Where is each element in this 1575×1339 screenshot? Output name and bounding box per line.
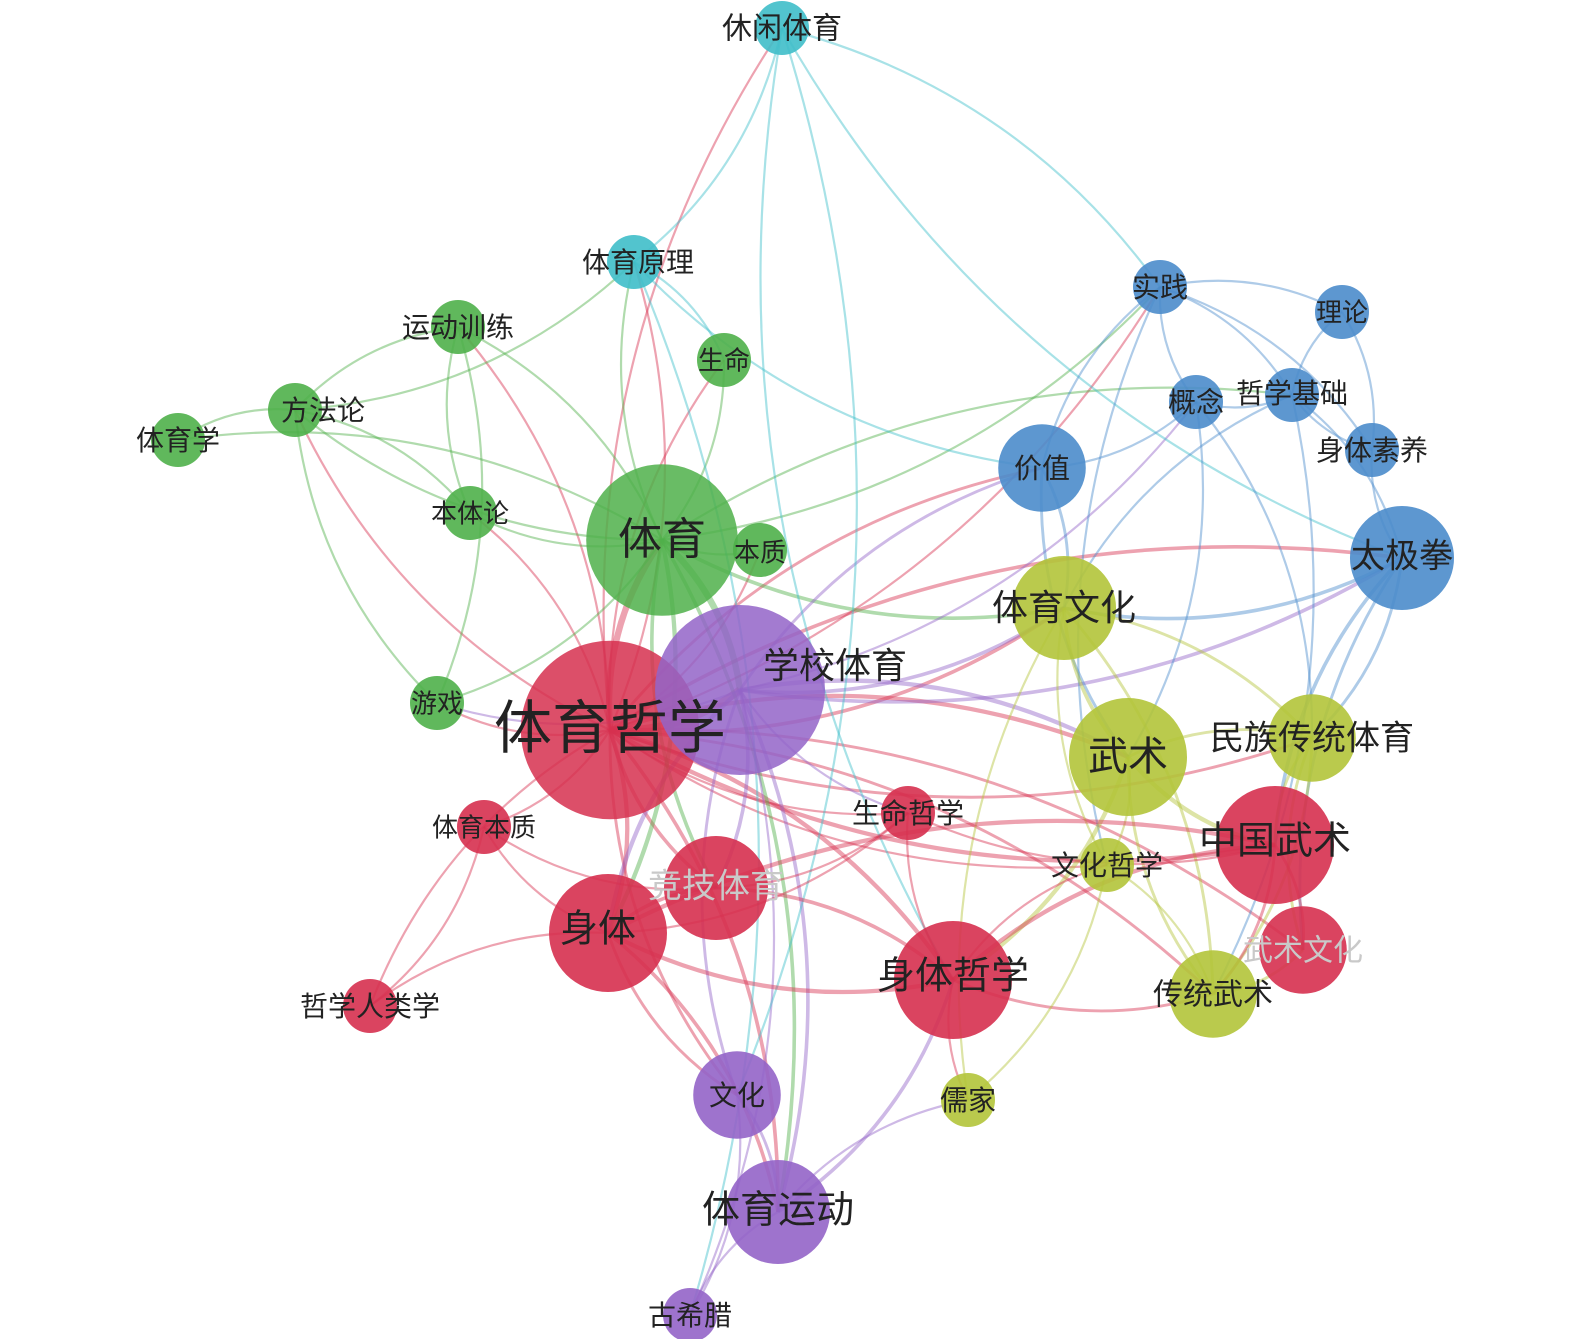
node-label: 价值: [1014, 452, 1070, 485]
node-n23[interactable]: [1216, 786, 1334, 904]
node-label: 武术: [1088, 734, 1168, 780]
node-n26[interactable]: [663, 835, 769, 941]
node-n30[interactable]: [894, 921, 1012, 1039]
edge: [294, 261, 635, 412]
node-n18[interactable]: [998, 424, 1086, 512]
node-n10[interactable]: [443, 486, 497, 540]
node-n09[interactable]: [151, 413, 205, 467]
edge: [1212, 394, 1315, 995]
node-n12[interactable]: [410, 676, 464, 730]
node-n32[interactable]: [343, 979, 397, 1033]
node-n13[interactable]: [1133, 260, 1187, 314]
edge: [759, 27, 954, 981]
node-label: 身体哲学: [877, 954, 1029, 998]
node-n03[interactable]: [655, 605, 825, 775]
node-label: 休闲体育: [722, 12, 842, 47]
node-label: 儒家: [940, 1084, 996, 1117]
node-label: 游戏: [411, 690, 463, 720]
edge: [739, 556, 1403, 704]
node-n04[interactable]: [755, 1, 809, 55]
node-n15[interactable]: [1169, 375, 1223, 429]
node-n36[interactable]: [663, 1288, 717, 1339]
node-n01[interactable]: [520, 640, 700, 820]
node-label: 民族传统体育: [1210, 719, 1414, 759]
node-n17[interactable]: [1345, 423, 1399, 477]
node-label: 哲学基础: [1236, 377, 1348, 410]
node-label: 文化哲学: [1051, 849, 1163, 882]
node-label: 理论: [1316, 299, 1368, 329]
edge: [293, 409, 438, 704]
node-n35[interactable]: [725, 1159, 831, 1265]
node-label: 身体: [560, 907, 636, 951]
node-n20[interactable]: [1011, 555, 1117, 661]
node-n06[interactable]: [431, 300, 485, 354]
node-label: 运动训练: [402, 311, 514, 344]
node-label: 体育: [618, 514, 706, 565]
edge: [1195, 401, 1314, 739]
node-label: 生命哲学: [852, 797, 964, 830]
node-n16[interactable]: [1265, 368, 1319, 422]
node-label: 本质: [734, 539, 786, 569]
node-label: 文化: [709, 1079, 765, 1112]
node-label: 学校体育: [763, 646, 907, 687]
node-n27[interactable]: [549, 874, 667, 992]
node-label: 体育学: [136, 424, 220, 457]
edge: [1159, 285, 1373, 451]
edge: [967, 864, 1109, 1101]
node-label: 实践: [1132, 271, 1188, 304]
node-label: 身体素养: [1316, 434, 1428, 467]
node-label: 体育原理: [582, 246, 694, 279]
edge: [608, 728, 1276, 864]
edge: [633, 27, 784, 263]
node-n24[interactable]: [881, 786, 935, 840]
node-label: 体育哲学: [494, 694, 726, 762]
node-n21[interactable]: [1069, 698, 1187, 816]
node-n25[interactable]: [457, 800, 511, 854]
node-n28[interactable]: [1080, 838, 1134, 892]
node-label: 本体论: [431, 500, 509, 530]
node-label: 体育文化: [992, 588, 1136, 629]
node-label: 方法论: [281, 394, 365, 427]
node-n05[interactable]: [607, 235, 661, 289]
edge: [602, 27, 783, 731]
node-label: 传统武术: [1153, 978, 1273, 1013]
edge: [688, 689, 776, 1316]
node-n29[interactable]: [1259, 906, 1347, 994]
edge: [735, 27, 858, 1096]
node-n08[interactable]: [268, 383, 322, 437]
node-n34[interactable]: [941, 1073, 995, 1127]
node-n31[interactable]: [1169, 950, 1257, 1038]
node-n19[interactable]: [1349, 505, 1455, 611]
node-label: 竞技体育: [648, 867, 784, 907]
node-n11[interactable]: [733, 523, 787, 577]
node-label: 太极拳: [1351, 537, 1453, 577]
node-label: 中国武术: [1199, 819, 1351, 863]
node-label: 概念: [1168, 386, 1224, 419]
node-label: 体育本质: [432, 814, 536, 844]
edge: [369, 826, 486, 1007]
edge: [781, 26, 1161, 288]
node-n33[interactable]: [693, 1051, 781, 1139]
nodes-layer: [151, 1, 1455, 1339]
node-n14[interactable]: [1315, 285, 1369, 339]
node-n07[interactable]: [697, 333, 751, 387]
edge: [781, 27, 1403, 560]
node-label: 古希腊: [648, 1299, 732, 1332]
node-label: 生命: [698, 347, 750, 377]
node-n22[interactable]: [1268, 694, 1356, 782]
edge: [632, 261, 760, 1316]
node-label: 哲学人类学: [300, 990, 440, 1023]
node-n02[interactable]: [586, 464, 738, 616]
node-label: 体育运动: [702, 1188, 854, 1232]
edge: [661, 286, 1161, 542]
node-label: 武术文化: [1243, 934, 1363, 969]
edge: [633, 261, 1043, 470]
